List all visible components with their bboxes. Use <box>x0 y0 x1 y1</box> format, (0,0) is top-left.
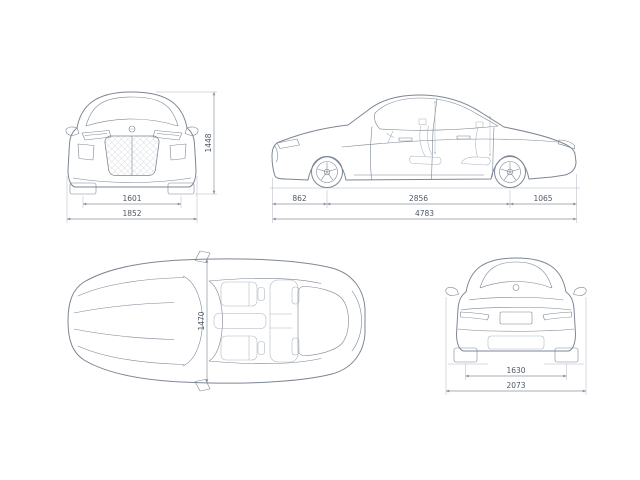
rear-tire <box>494 156 526 188</box>
rear-view-drawing: 1630 2073 <box>445 257 587 395</box>
dim-label-rear-overhang: 1065 <box>533 194 552 203</box>
dim-front-track: 1601 <box>82 194 182 208</box>
rear-view-right-tire <box>554 347 579 363</box>
dim-rear-overhang: 1065 <box>509 194 577 206</box>
dim-front-overall-width: 1852 <box>66 176 198 223</box>
dim-rear-track: 1630 <box>465 366 567 378</box>
rear-bench-splits <box>269 313 293 329</box>
rear-headrest-left <box>291 286 300 305</box>
rear-bench <box>269 279 299 363</box>
rear-window-outline <box>297 286 349 356</box>
rear-headrest-right <box>291 337 300 356</box>
dim-overall-height: 1448 <box>156 91 217 195</box>
front-tire <box>311 156 343 188</box>
rear-wheel-spokes <box>500 162 520 180</box>
dim-label-overall-length: 4783 <box>415 209 434 218</box>
rear-view-left-tire <box>453 347 478 363</box>
top-view-details <box>73 250 362 392</box>
front-view-right-tire <box>167 182 195 195</box>
front-view-body-outline <box>67 91 197 188</box>
dim-label-front-track: 1601 <box>122 194 141 203</box>
extension-lines <box>272 174 577 223</box>
front-wheel-spokes <box>317 162 337 180</box>
front-rim <box>316 161 338 183</box>
rear-view-body-outline <box>456 257 576 352</box>
front-view-drawing: 1601 1852 1448 <box>65 91 217 223</box>
front-seat-right <box>220 335 258 361</box>
dim-interior-width: 1470 <box>197 259 209 383</box>
front-grille <box>104 135 160 176</box>
dim-label-overall-height: 1448 <box>204 133 213 152</box>
top-view-drawing: 1470 <box>67 250 366 392</box>
rear-wheel <box>494 156 526 188</box>
rear-view-details <box>445 261 587 332</box>
extension-lines <box>82 196 182 208</box>
center-console <box>213 313 267 329</box>
dim-label-width-incl-mirrors: 2073 <box>506 381 525 390</box>
dim-label-front-overhang: 862 <box>292 194 307 203</box>
front-wheel <box>311 156 343 188</box>
dim-label-rear-track: 1630 <box>506 366 525 375</box>
dim-overall-length: 4783 <box>272 209 577 221</box>
rear-diffuser <box>487 335 545 350</box>
rear-rim <box>499 161 521 183</box>
side-view-details <box>274 97 575 180</box>
dim-wheelbase: 2856 <box>326 194 511 206</box>
dim-front-overhang: 862 <box>272 194 328 206</box>
interior-seats-sketch <box>386 118 491 166</box>
front-seat-left-headrest <box>257 287 265 301</box>
side-view-drawing: 862 2856 1065 4783 <box>270 94 580 223</box>
extension-lines <box>66 176 198 223</box>
dim-label-front-overall-width: 1852 <box>122 209 141 218</box>
dim-width-incl-mirrors: 2073 <box>445 381 587 393</box>
brand-roundel-icon <box>512 284 520 291</box>
top-view-body-outline <box>67 258 366 384</box>
license-plate-recess <box>499 311 533 325</box>
extension-lines <box>445 297 587 395</box>
front-view-left-tire <box>69 182 97 195</box>
dim-label-interior-width: 1470 <box>197 311 206 330</box>
dim-label-wheelbase: 2856 <box>409 194 428 203</box>
front-seat-right-headrest <box>257 341 265 355</box>
cabin-seats <box>213 279 300 363</box>
front-seat-left <box>220 281 258 307</box>
